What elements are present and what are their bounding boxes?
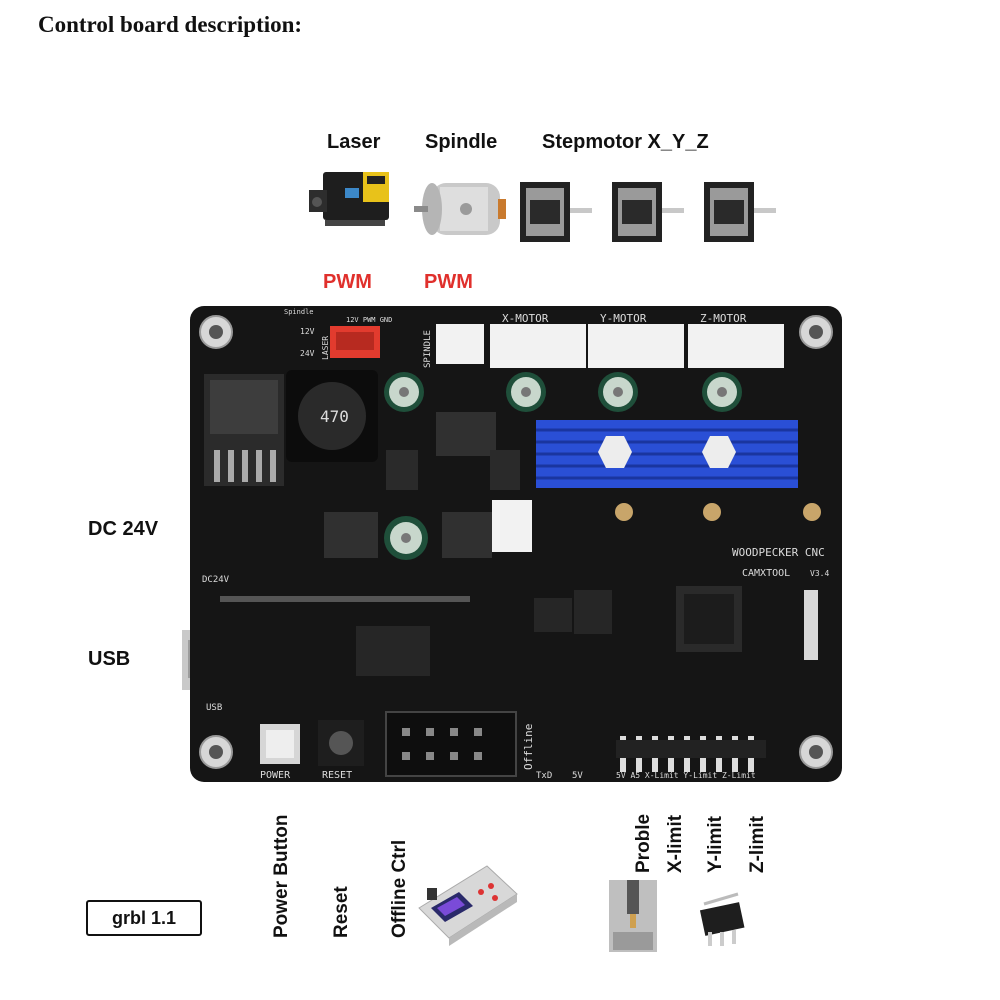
silk-inductor: 470 xyxy=(320,407,349,426)
mosfet-3 xyxy=(442,512,492,558)
mosfet-2 xyxy=(324,512,378,558)
silk-brand2: CAMXTOOL xyxy=(742,568,790,579)
laser-label: Laser xyxy=(327,131,381,153)
silk-reset: RESET xyxy=(322,770,352,781)
page-title: Control board description: xyxy=(38,12,303,37)
stepper-motors-image xyxy=(520,182,776,242)
capacitors xyxy=(384,372,742,560)
usb-label: USB xyxy=(88,648,131,670)
offline-header xyxy=(385,711,517,777)
trim-pots xyxy=(615,503,821,521)
z-limit-label: Z-limit xyxy=(747,816,768,873)
probe-label: Proble xyxy=(633,813,654,873)
silk-usb: USB xyxy=(206,703,222,713)
silk-z-motor: Z-MOTOR xyxy=(700,312,747,325)
silk-spindle: SPINDLE xyxy=(423,330,433,368)
silk-5v: 5V xyxy=(572,771,583,781)
silk-x-motor: X-MOTOR xyxy=(502,312,549,325)
x-limit-label: X-limit xyxy=(665,814,686,873)
stepmotor-label: Stepmotor X_Y_Z xyxy=(542,131,709,153)
spindle-label: Spindle xyxy=(425,131,498,153)
silk-spindle-jumper: Spindle xyxy=(284,308,314,316)
power-button-label: Power Button xyxy=(271,814,292,939)
spindle-pwm-label: PWM xyxy=(424,271,473,293)
silk-12v: 12V xyxy=(300,327,315,336)
y-motor-connector xyxy=(588,324,684,368)
offline-controller-image xyxy=(418,865,518,946)
z-motor-connector xyxy=(688,324,784,368)
mosfet-1 xyxy=(436,412,496,456)
control-board: X-MOTOR Y-MOTOR Z-MOTOR 12V PWM GND Spin… xyxy=(182,306,842,782)
silk-brand: WOODPECKER CNC xyxy=(732,546,825,559)
silk-power: POWER xyxy=(260,770,291,781)
probe-image xyxy=(609,880,657,952)
usb-chip xyxy=(356,626,430,676)
silk-laser-pins: 12V PWM GND xyxy=(346,316,392,324)
spindle-connector xyxy=(436,324,484,364)
silk-dc: DC24V xyxy=(202,575,230,585)
spindle-motor-image xyxy=(414,183,506,235)
stepper-motor-z xyxy=(704,182,776,242)
offline-ctrl-label: Offline Ctrl xyxy=(389,839,410,938)
laser-module-image xyxy=(309,172,389,226)
x-motor-connector xyxy=(490,324,586,368)
icsp-header xyxy=(804,590,818,660)
reset-label: Reset xyxy=(331,886,352,938)
silk-y-motor: Y-MOTOR xyxy=(600,312,647,325)
silk-limit-pins: 5V A5 X-Limit Y-Limit Z-Limit xyxy=(616,771,756,780)
laser-pwm-label: PWM xyxy=(323,271,372,293)
silk-offline: Offline xyxy=(522,724,535,770)
firmware-badge: grbl 1.1 xyxy=(86,900,202,936)
silk-txd: TxD xyxy=(536,771,552,781)
stepper-motor-x xyxy=(520,182,592,242)
y-limit-label: Y-limit xyxy=(705,815,726,873)
dc-24v-label: DC 24V xyxy=(88,518,159,540)
silk-version: V3.4 xyxy=(810,569,829,578)
fan-connector xyxy=(492,500,532,552)
silk-laser: LASER xyxy=(321,336,330,360)
stepper-motor-y xyxy=(612,182,684,242)
silk-24v: 24V xyxy=(300,349,315,358)
limit-switch-image xyxy=(699,892,745,946)
